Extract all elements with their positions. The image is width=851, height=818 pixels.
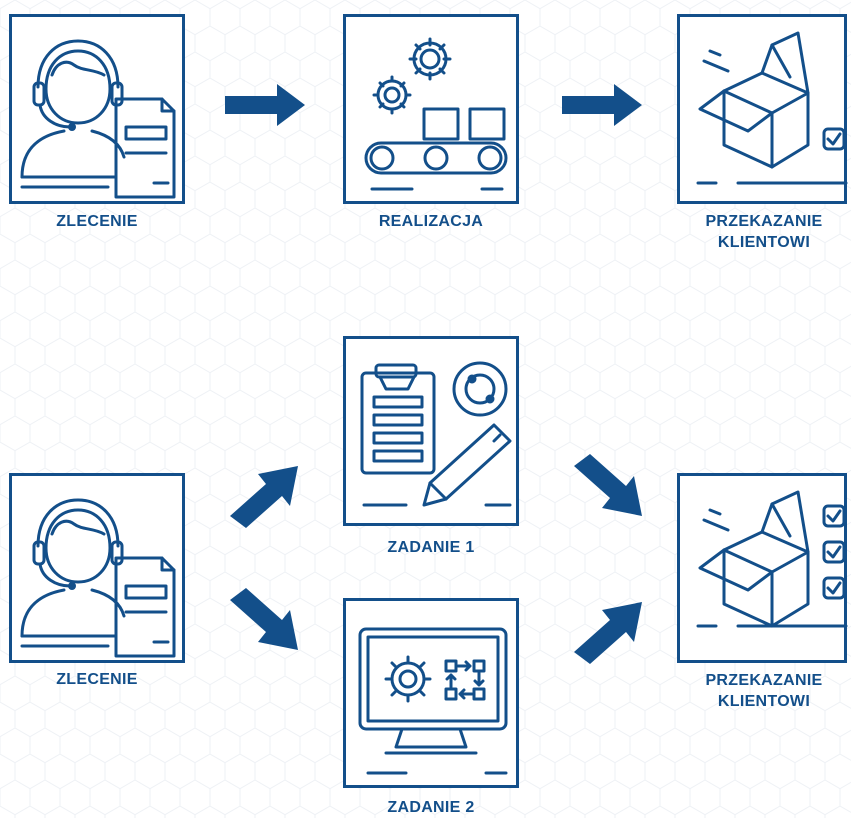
step-realization-tile xyxy=(343,14,519,204)
down-right-arrow-icon xyxy=(574,454,642,516)
task2-label: ZADANIE 2 xyxy=(387,799,475,816)
step-realization-label: REALIZACJA xyxy=(378,213,484,230)
end-delivery-tile xyxy=(677,473,848,663)
right-arrow-icon xyxy=(225,84,305,126)
box-with-check-icon xyxy=(696,31,848,185)
down-right-arrow-icon xyxy=(230,588,298,650)
task1-tile xyxy=(343,336,519,526)
end-delivery-label-line2: KLIENTOWI xyxy=(717,693,811,710)
step-order-label: ZLECENIE xyxy=(56,213,138,230)
task1-label: ZADANIE 1 xyxy=(387,539,475,556)
step-delivery-tile xyxy=(677,14,848,204)
step-delivery-label-line1: PRZEKAZANIE xyxy=(705,213,823,230)
start-order-tile xyxy=(9,473,185,663)
step-order-tile xyxy=(9,14,185,204)
production-line-gears-icon xyxy=(364,37,508,191)
start-order-label: ZLECENIE xyxy=(56,671,138,688)
right-arrow-icon xyxy=(562,84,642,126)
end-delivery-label-line1: PRZEKAZANIE xyxy=(705,672,823,689)
monitor-with-gear-and-flow-icon xyxy=(358,627,508,775)
step-delivery-label: PRZEKAZANIE KLIENTOWI xyxy=(677,211,851,253)
step-delivery-label-line2: KLIENTOWI xyxy=(717,234,811,251)
operator-with-document-icon xyxy=(20,39,176,199)
up-right-arrow-icon xyxy=(230,466,298,528)
clipboard-and-pen-icon xyxy=(360,361,512,507)
task2-tile xyxy=(343,598,519,788)
operator-with-document-icon xyxy=(20,498,176,658)
up-right-arrow-icon xyxy=(574,602,642,664)
box-with-three-checks-icon xyxy=(696,490,848,628)
end-delivery-label: PRZEKAZANIE KLIENTOWI xyxy=(677,670,851,712)
